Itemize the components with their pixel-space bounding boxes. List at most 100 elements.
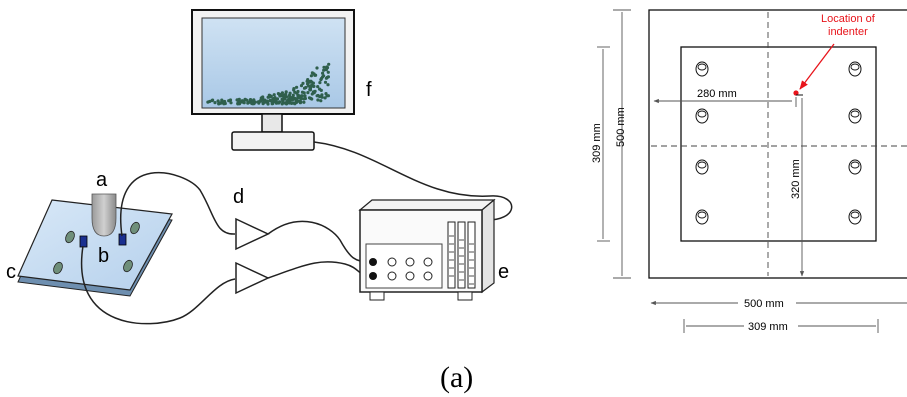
scatter-dot [259, 98, 263, 102]
scatter-dot [270, 99, 274, 103]
label-e: e [498, 261, 509, 283]
label-b: b [98, 245, 109, 267]
scatter-dot [272, 93, 276, 97]
scatter-dot [229, 101, 233, 105]
scatter-dot [217, 101, 221, 106]
scatter-dot [206, 100, 210, 104]
scatter-dot [284, 102, 289, 106]
scatter-dot [285, 95, 289, 99]
scatter-dot [318, 81, 322, 85]
scatter-dot [326, 83, 330, 87]
scatter-dot [256, 100, 261, 104]
scatter-dot [326, 70, 330, 74]
scatter-dot [300, 94, 304, 98]
scatter-dot [295, 91, 299, 95]
label-f: f [366, 79, 372, 101]
label-d: d [233, 186, 244, 208]
scatter-dot [319, 88, 323, 92]
scatter-dot [267, 95, 271, 99]
scatter-dot [245, 98, 249, 102]
support-frame [680, 46, 877, 242]
scatter-dot [309, 79, 313, 83]
outer-plate [648, 9, 907, 279]
scatter-dot [320, 93, 324, 97]
cable-monitor [313, 141, 513, 221]
support-bolt [695, 159, 709, 175]
scatter-dot [272, 98, 277, 102]
scatter-dot [296, 96, 300, 100]
scatter-dot [315, 94, 319, 98]
scatter-dot [302, 91, 306, 95]
scatter-dot [276, 92, 280, 96]
cable-sensor-top [119, 171, 236, 237]
support-bolt [848, 108, 862, 124]
dim-309-vertical-label: 309 mm [591, 123, 603, 163]
monitor-screen-scatter [206, 62, 331, 106]
indenter-annotation-line2: indenter [828, 26, 868, 38]
scatter-dot [280, 97, 284, 101]
scatter-dot [294, 97, 298, 101]
amplifier-top [235, 217, 270, 251]
amplifier-bottom [235, 261, 270, 295]
scatter-dot [299, 84, 304, 88]
indenter-annotation-line1: Location of [821, 13, 876, 25]
scatter-dot [293, 102, 297, 106]
scatter-dot [309, 74, 313, 78]
scatter-dot [316, 85, 320, 89]
cable-amp-bottom [267, 261, 371, 279]
scatter-dot [252, 98, 256, 102]
dim-500-horizontal-label: 500 mm [744, 298, 784, 310]
scatter-dot [308, 88, 312, 92]
scatter-dot [322, 74, 326, 78]
scatter-dot [262, 100, 266, 104]
dim-280-label: 280 mm [697, 88, 737, 100]
scatter-dot [213, 101, 217, 105]
scatter-dot [290, 98, 294, 102]
scatter-dot [306, 78, 310, 82]
scatter-dot [302, 86, 307, 90]
scatter-dot [287, 97, 291, 101]
setup-diagram: f a b c d [6, 9, 513, 325]
scatter-dot [306, 82, 310, 86]
cable-amp-top [267, 220, 371, 263]
scatter-dot [283, 97, 287, 101]
label-a: a [96, 169, 108, 191]
dim-320-label: 320 mm [790, 159, 802, 199]
scatter-dot [295, 85, 299, 89]
specimen-plate [17, 199, 173, 297]
scatter-dot [302, 97, 306, 101]
scatter-dot [216, 99, 220, 103]
scatter-dot [220, 98, 224, 102]
daq-unit [358, 198, 496, 301]
scatter-dot [310, 97, 314, 101]
scatter-dot [288, 91, 292, 95]
scatter-dot [322, 65, 326, 69]
scatter-dot [280, 102, 284, 106]
scatter-dot [320, 95, 324, 99]
scatter-dot [250, 101, 254, 106]
scatter-dot [309, 84, 313, 88]
scatter-dot [323, 80, 328, 84]
support-bolt [695, 61, 709, 77]
dim-309-horizontal-label: 309 mm [748, 321, 788, 333]
scatter-dot [312, 91, 316, 95]
scatter-dot [312, 84, 316, 88]
indenter-location-dot [793, 90, 799, 96]
scatter-dot [321, 71, 325, 75]
figure-caption: (a) [440, 361, 473, 394]
dim-500-vertical-label: 500 mm [615, 107, 627, 147]
support-bolt [848, 61, 862, 77]
scatter-dot [322, 68, 326, 72]
scatter-dot [324, 76, 328, 80]
scatter-dot [324, 92, 328, 96]
scatter-dot [266, 102, 270, 106]
scatter-dot [319, 99, 323, 103]
scatter-dot [319, 76, 324, 81]
scatter-dot [270, 102, 274, 106]
scatter-dot [240, 99, 244, 103]
plate-drawing: Location of indenter 280 mm 320 mm 309 m… [591, 9, 907, 334]
support-bolt [695, 108, 709, 124]
support-bolt [695, 209, 709, 225]
scatter-dot [315, 66, 319, 70]
